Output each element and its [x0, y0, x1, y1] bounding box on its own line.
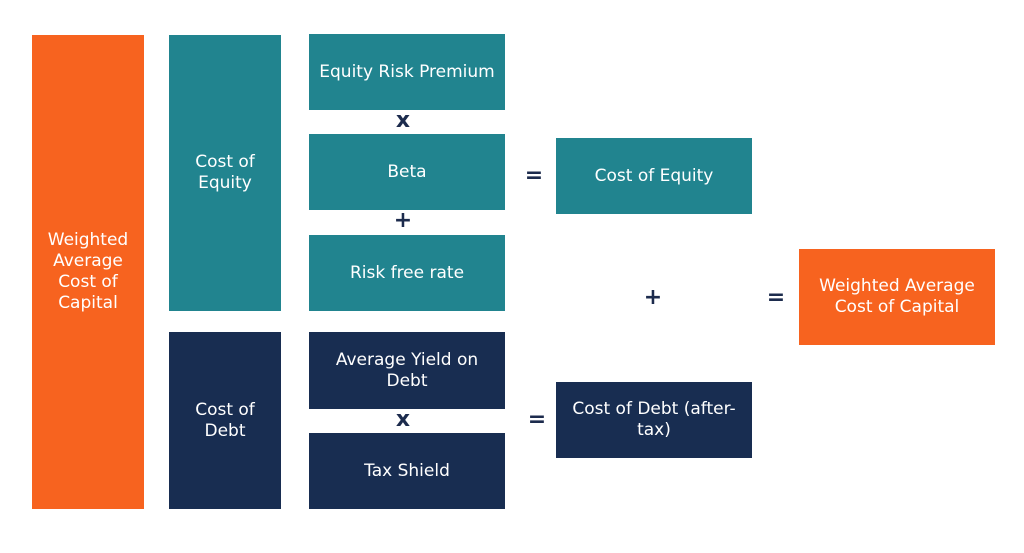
plus-operator-equity: + — [393, 208, 413, 233]
cost-of-equity-result-box: Cost of Equity — [556, 138, 752, 214]
cost-of-debt-result-box: Cost of Debt (after- tax) — [556, 382, 752, 458]
wacc-result-box: Weighted Average Cost of Capital — [799, 249, 995, 345]
beta-box: Beta — [309, 134, 505, 210]
cost-of-debt-category-box: Cost of Debt — [169, 332, 281, 509]
equals-operator-equity: = — [524, 163, 544, 188]
multiply-operator-debt: x — [395, 407, 411, 432]
risk-free-rate-box: Risk free rate — [309, 235, 505, 311]
equals-operator-final: = — [766, 285, 786, 310]
equals-operator-debt: = — [527, 407, 547, 432]
average-yield-on-debt-box: Average Yield on Debt — [309, 332, 505, 409]
plus-operator-final: + — [643, 285, 663, 310]
equity-risk-premium-box: Equity Risk Premium — [309, 34, 505, 110]
multiply-operator-equity: x — [395, 108, 411, 133]
wacc-left-box: Weighted Average Cost of Capital — [32, 35, 144, 509]
cost-of-equity-category-box: Cost of Equity — [169, 35, 281, 311]
tax-shield-box: Tax Shield — [309, 433, 505, 509]
